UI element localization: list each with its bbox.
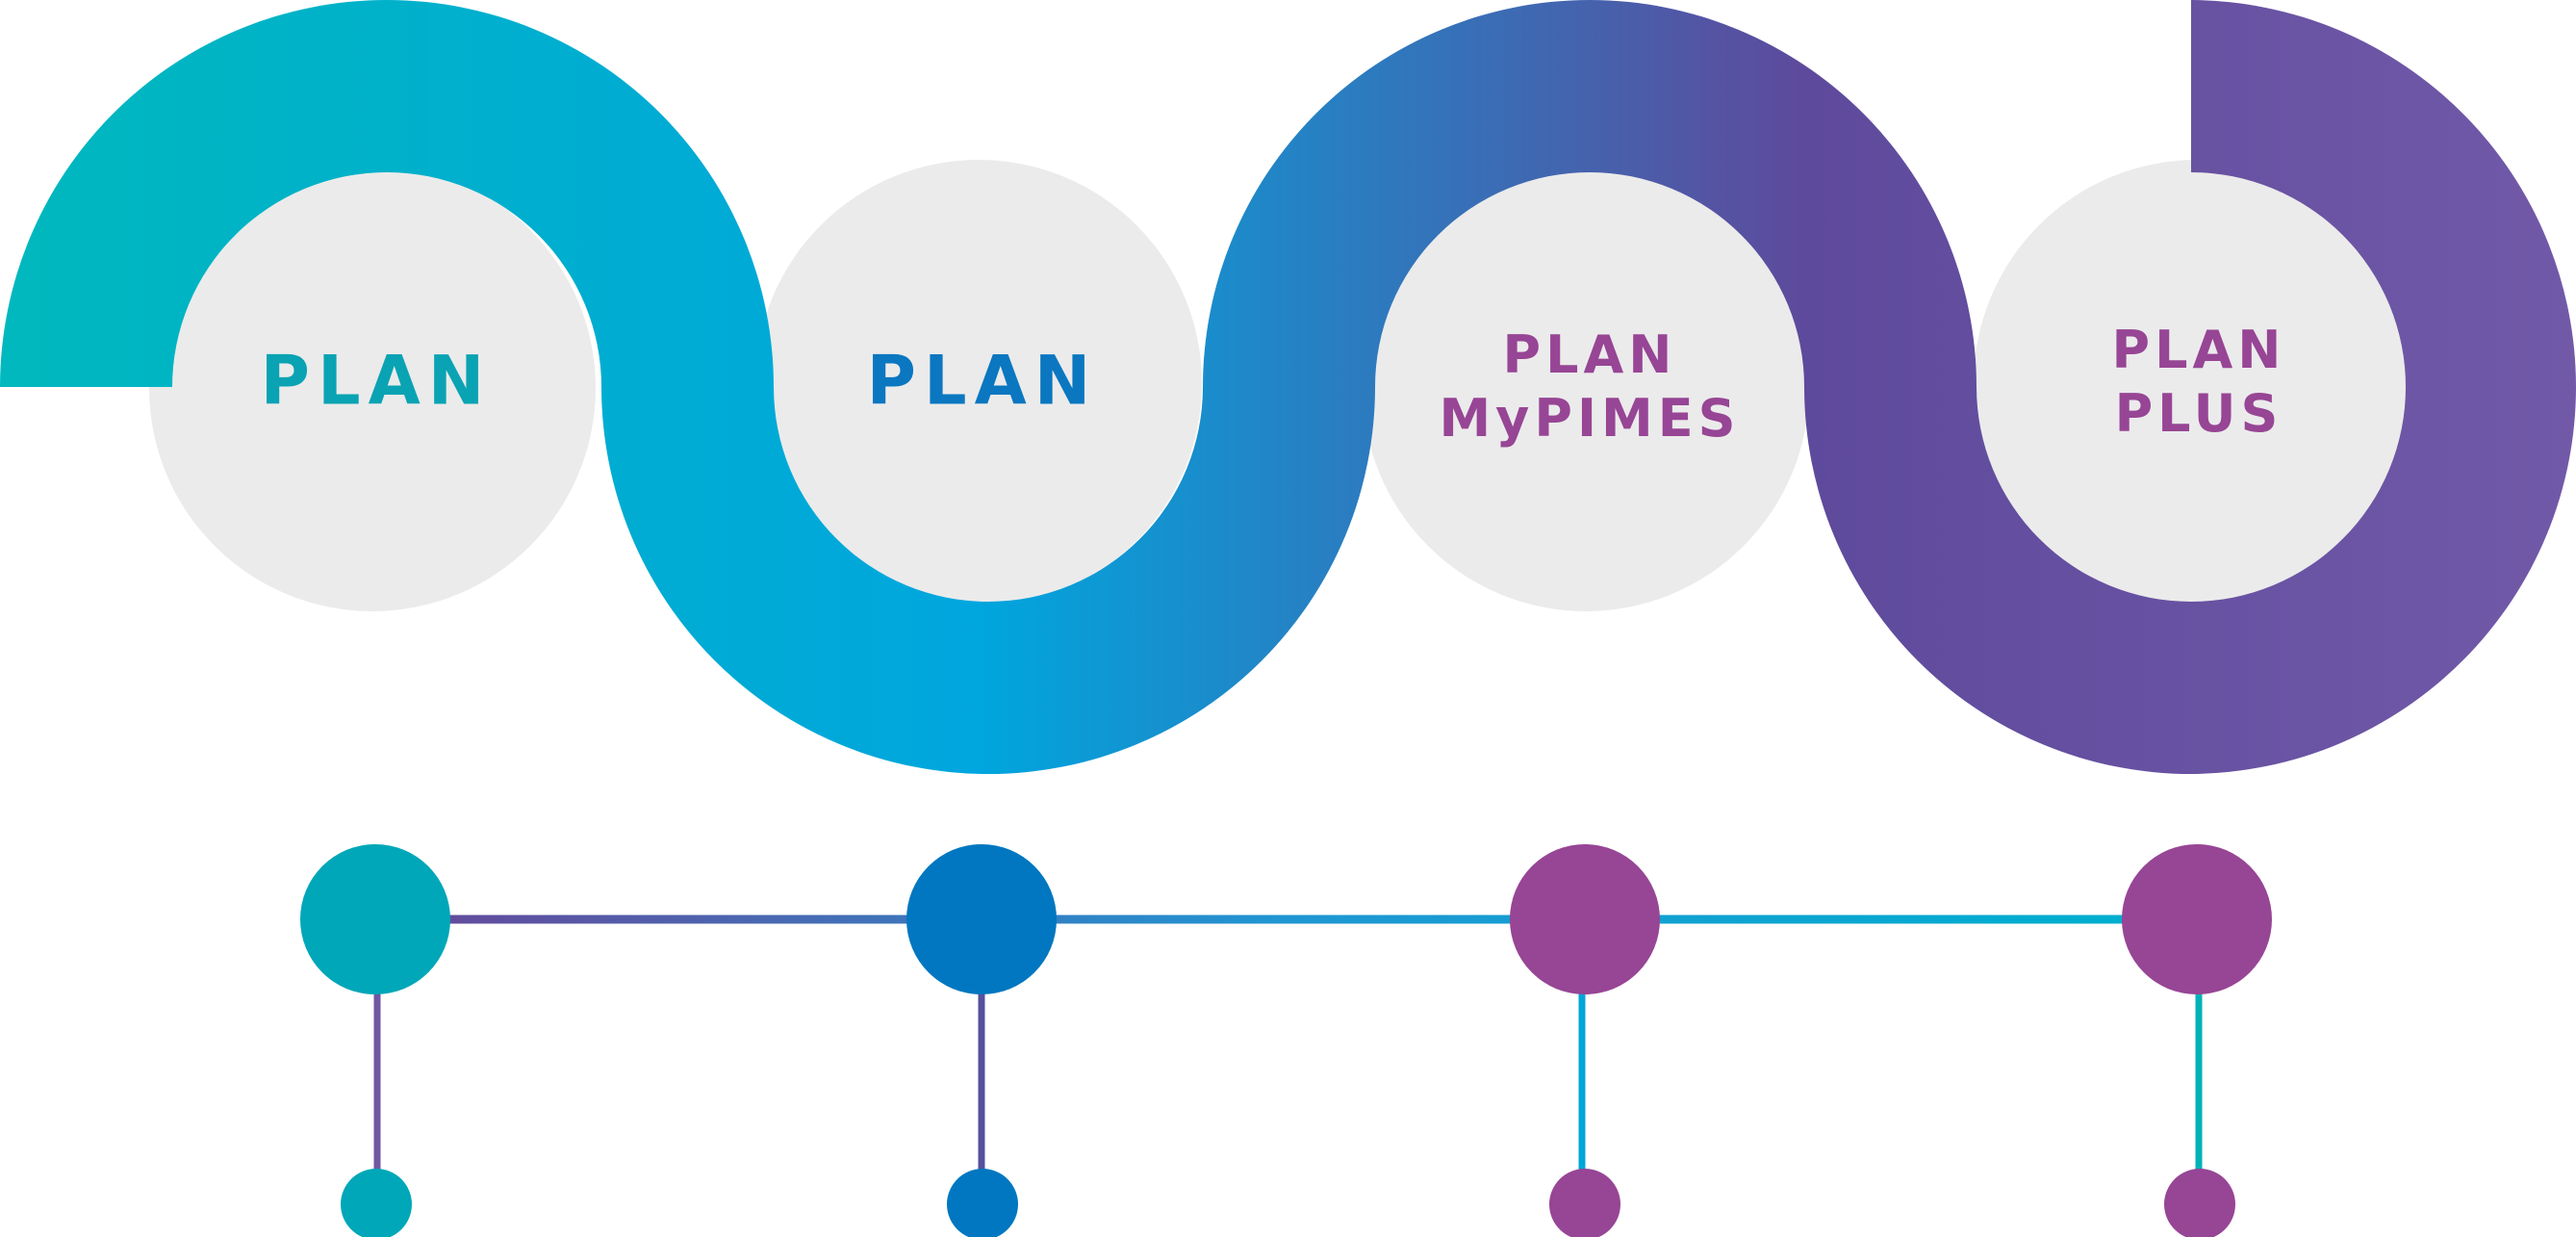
plan-label-1: PLAN xyxy=(261,340,493,422)
timeline-node-1 xyxy=(300,844,450,994)
plan-label-2: PLAN xyxy=(867,340,1099,422)
timeline-dot-4 xyxy=(2164,1169,2235,1237)
plan-label-3-line-2: MyPIMES xyxy=(1439,388,1741,449)
timeline-dot-3 xyxy=(1549,1169,1620,1237)
timeline-dot-1 xyxy=(341,1169,412,1237)
plan-label-4: PLAN PLUS xyxy=(2112,319,2286,446)
plan-label-3-line-1: PLAN xyxy=(1502,324,1677,386)
plan-label-2-line-1: PLAN xyxy=(866,341,1099,421)
timeline-node-4 xyxy=(2122,844,2272,994)
timeline-node-3 xyxy=(1510,844,1660,994)
plan-circle-3 xyxy=(1363,165,1809,611)
plan-label-4-line-1: PLAN xyxy=(2111,320,2286,381)
plan-label-1-line-1: PLAN xyxy=(260,341,493,421)
timeline-dot-2 xyxy=(947,1169,1018,1237)
plan-circle-1 xyxy=(149,165,596,611)
plan-circle-4 xyxy=(1974,160,2420,606)
plan-label-4-line-2: PLUS xyxy=(2114,383,2283,444)
timeline-node-2 xyxy=(906,844,1057,994)
plan-label-3: PLAN MyPIMES xyxy=(1439,323,1740,451)
plan-circle-2 xyxy=(755,160,1202,606)
ribbon-path xyxy=(0,0,2576,774)
